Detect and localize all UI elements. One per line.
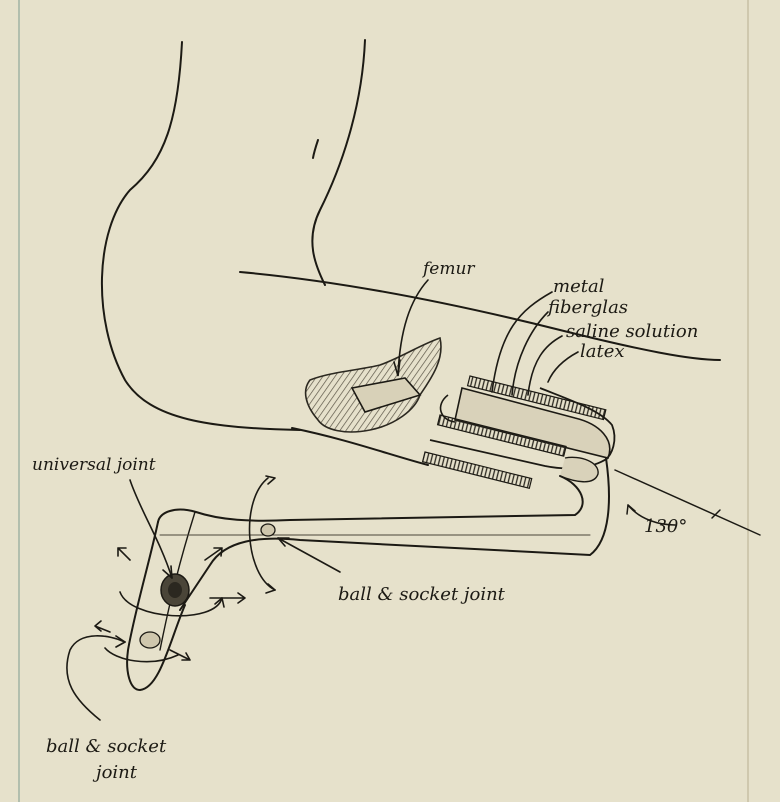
knee-ball-socket-mark [261,524,275,536]
label-ball-socket-knee: ball & socket joint [338,584,506,605]
label-universal-joint: universal joint [32,455,156,475]
label-angle: 130° [644,516,687,537]
label-metal: metal [553,276,605,297]
label-latex: latex [580,341,625,362]
ankle-ball-socket-mark [140,632,160,648]
label-ball-socket-ankle-joint: joint [92,762,138,783]
label-saline-solution: saline solution [566,321,698,342]
label-ball-socket-ankle: ball & socket [46,736,167,757]
label-femur: femur [421,259,475,279]
label-fiberglas: fiberglas [546,297,628,318]
